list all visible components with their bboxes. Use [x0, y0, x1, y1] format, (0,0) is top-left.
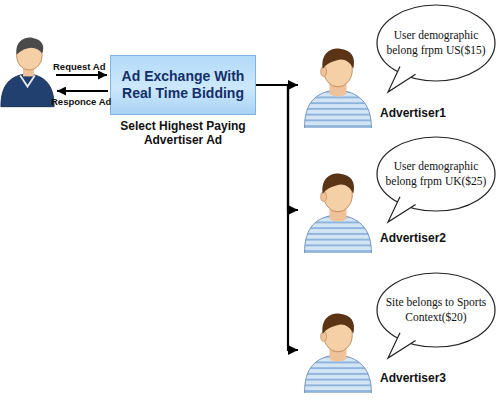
advertiser-label: Advertiser3	[380, 371, 446, 385]
bubble-outline	[376, 136, 496, 212]
bubble-text: Site belongs to Sports Context($20)	[376, 295, 496, 325]
arrow-label: Responce Ad	[51, 96, 111, 107]
bid-connector	[256, 85, 298, 350]
advertiser-label: Advertiser1	[380, 106, 446, 120]
bid-connector	[256, 84, 298, 86]
request-arrow	[56, 74, 107, 76]
box-title: Ad Exchange With Real Time Bidding	[111, 68, 255, 102]
speech-bubble: User demographic belong frpm US($15)	[376, 4, 496, 82]
bubble-outline	[376, 272, 496, 348]
advertiser-label: Advertiser2	[380, 231, 446, 245]
speech-bubble: Site belongs to Sports Context($20)	[376, 272, 496, 348]
advertiser-figure	[305, 49, 372, 128]
advertiser-figure	[305, 314, 372, 393]
arrow-label: Request Ad	[53, 61, 105, 72]
speech-bubble: User demographic belong frpm UK($25)	[376, 136, 496, 212]
advertiser-figure	[305, 174, 372, 253]
bubble-outline	[376, 4, 496, 82]
response-arrow	[57, 90, 108, 92]
exchange-box: Ad Exchange With Real Time BiddingSelect…	[110, 55, 256, 115]
bubble-text: User demographic belong frpm US($15)	[376, 28, 496, 58]
bubble-text: User demographic belong frpm UK($25)	[376, 159, 496, 189]
bid-connector	[256, 85, 298, 210]
user-figure	[1, 38, 54, 107]
box-caption: Select Highest Paying Advertiser Ad	[105, 119, 261, 147]
